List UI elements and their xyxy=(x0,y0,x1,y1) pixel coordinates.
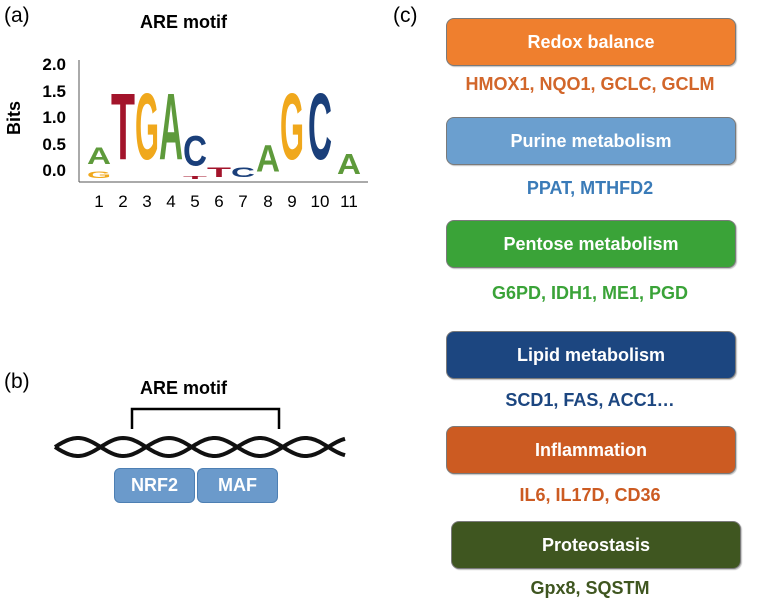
are-motif-title: ARE motif xyxy=(140,378,227,398)
dna-diagram xyxy=(53,407,346,459)
xtick-label: 9 xyxy=(287,192,296,211)
xtick-label: 1 xyxy=(94,192,103,211)
genes-redox: HMOX1, NQO1, GCLC, GCLM xyxy=(465,74,715,94)
panel-label-c: (c) xyxy=(393,4,418,27)
ytick-label: 0.0 xyxy=(42,161,66,180)
maf-protein: MAF xyxy=(197,468,278,503)
logo-letter-A: A xyxy=(159,75,183,180)
xtick-label: 11 xyxy=(340,192,358,211)
logo-letter-T: T xyxy=(111,74,135,180)
xtick-label: 10 xyxy=(311,192,330,211)
logo-letter-T: T xyxy=(183,175,207,180)
ytick-label: 1.0 xyxy=(42,108,66,127)
logo-letter-G: G xyxy=(280,73,304,179)
logo-letter-A: A xyxy=(87,144,111,170)
genes-lipid: SCD1, FAS, ACC1… xyxy=(505,390,675,410)
logo-letter-C: C xyxy=(183,127,207,175)
pathway-box-pentose: Pentose metabolism xyxy=(446,220,736,268)
xtick-label: 6 xyxy=(214,192,223,211)
nrf2-protein: NRF2 xyxy=(114,468,195,503)
logo-letter-A: A xyxy=(256,138,280,181)
dna-strand xyxy=(53,435,346,459)
dna-strand xyxy=(53,435,346,459)
panel-label-a: (a) xyxy=(4,4,30,27)
pathway-box-lipid: Lipid metabolism xyxy=(446,331,736,379)
pathway-box-purine: Purine metabolism xyxy=(446,117,736,165)
panel-label-b: (b) xyxy=(4,370,30,393)
ytick-label: 0.5 xyxy=(42,135,66,154)
pathway-box-proteostasis: Proteostasis xyxy=(451,521,741,569)
logo-ylabel: Bits xyxy=(4,101,24,135)
genes-purine: PPAT, MTHFD2 xyxy=(526,178,654,198)
genes-inflammation: IL6, IL17D, CD36 xyxy=(519,485,661,505)
logo-letter-T: T xyxy=(207,164,231,180)
motif-bracket xyxy=(130,407,281,429)
genes-proteostasis: Gpx8, SQSTM xyxy=(530,578,650,598)
xtick-label: 8 xyxy=(263,192,272,211)
logo-letter-A: A xyxy=(337,148,361,180)
logo-letter-C: C xyxy=(308,75,332,180)
ytick-label: 2.0 xyxy=(42,55,66,74)
logo-yticks: 2.0 1.5 1.0 0.5 0.0 xyxy=(42,55,66,180)
logo-xticks: 1 2 3 4 5 6 7 8 9 10 11 xyxy=(94,192,358,211)
xtick-label: 3 xyxy=(142,192,151,211)
logo-letter-G: G xyxy=(87,169,111,180)
pathway-box-inflammation: Inflammation xyxy=(446,426,736,474)
pathway-box-redox: Redox balance xyxy=(446,18,736,66)
logo-letter-C: C xyxy=(231,165,255,181)
xtick-label: 2 xyxy=(118,192,127,211)
ytick-label: 1.5 xyxy=(42,82,66,101)
dna-helix xyxy=(53,435,346,459)
genes-pentose: G6PD, IDH1, ME1, PGD xyxy=(491,283,689,303)
xtick-label: 5 xyxy=(190,192,199,211)
logo-title: ARE motif xyxy=(140,12,227,32)
xtick-label: 7 xyxy=(238,192,247,211)
logo-letter-G: G xyxy=(135,73,159,179)
xtick-label: 4 xyxy=(166,192,175,211)
